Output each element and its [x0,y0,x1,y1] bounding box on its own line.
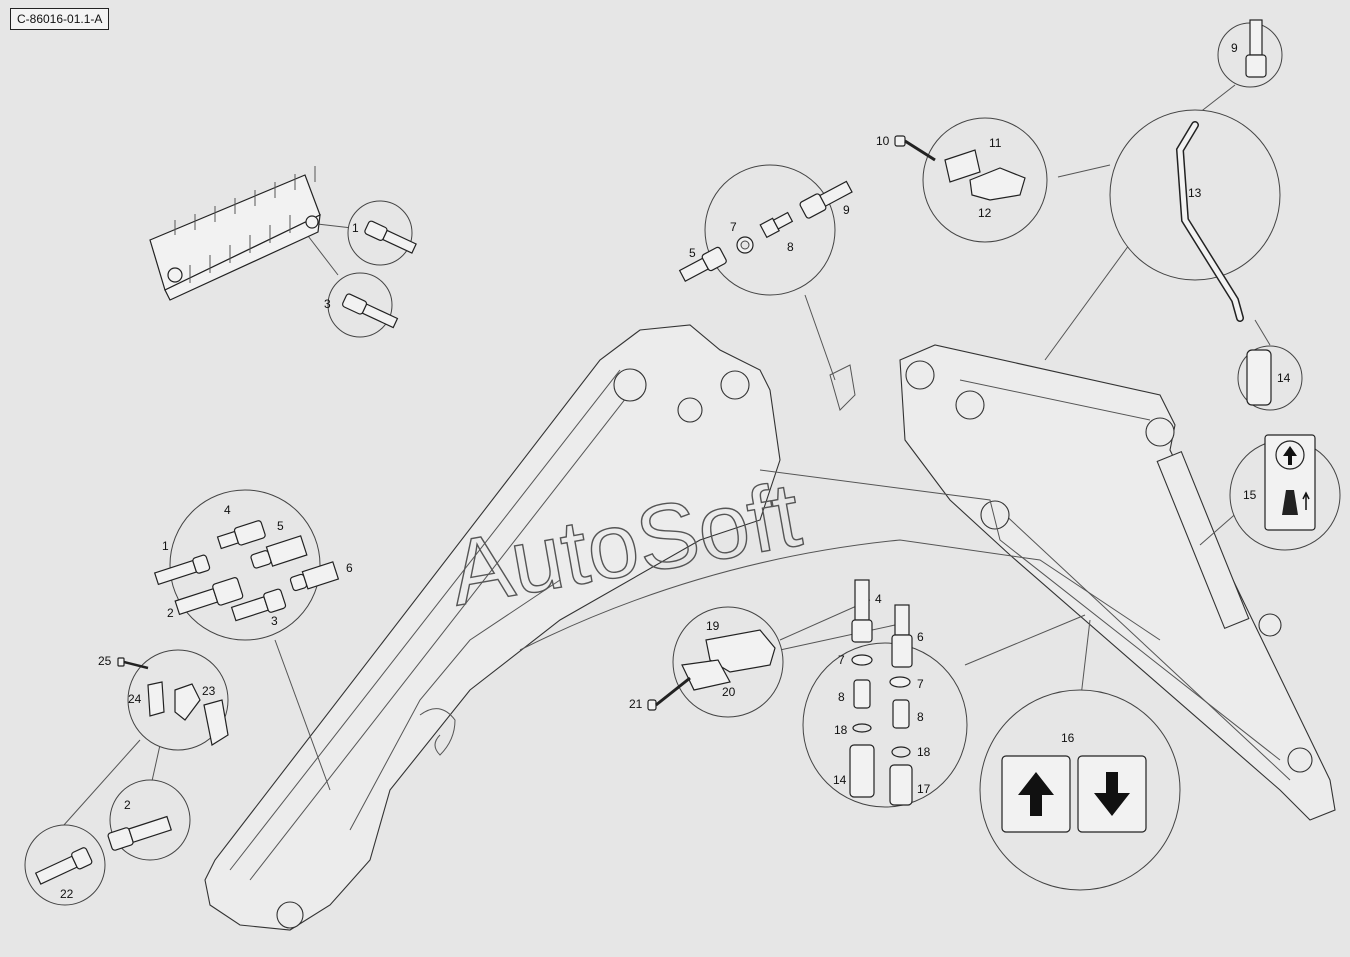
callout-l2: 2 [167,606,174,620]
fitting-l2 [174,577,244,616]
fitting-1 [364,220,417,254]
callout-f17: 17 [917,782,931,796]
callout-f4: 4 [875,592,882,606]
leader-lines [54,84,1271,836]
callout-13: 13 [1188,186,1202,200]
clamp-half-23a [174,683,201,721]
fitting-l3 [230,588,287,622]
backhoe-boom-drawing [204,324,1336,931]
arrow-up-icon [1283,446,1297,465]
arrow-down-icon-16 [1094,772,1130,816]
coupler-f14 [849,744,875,798]
washer-f7b [889,676,911,688]
drawing-id-label: C-86016-01.1-A [10,8,110,30]
adapter-f8b [892,699,910,729]
fitting-9b [1245,19,1267,78]
clamp-19 [705,629,776,673]
coupler-14 [1246,349,1272,406]
oring-f18a [852,723,872,733]
fitting-f4 [851,579,873,643]
callout-22: 22 [60,887,74,901]
callout-f18b: 18 [917,745,931,759]
plate-20 [681,659,731,691]
fitting-5 [678,246,727,282]
arrow-up-icon-16 [1018,772,1054,816]
callout-25: 25 [98,654,112,668]
callout-3: 3 [324,297,331,311]
clamp-half-23b [203,699,229,746]
callout-f8a: 8 [838,690,845,704]
callout-20: 20 [722,685,736,699]
washer-7-hole [740,240,750,250]
callout-24: 24 [128,692,142,706]
callout-k2: 2 [124,798,131,812]
callout-14: 14 [1277,371,1291,385]
fitting-l4 [216,520,266,550]
fitting-l6 [289,561,340,592]
inset-circle-13 [1109,109,1281,281]
callout-7: 7 [730,220,737,234]
callout-19: 19 [706,619,720,633]
adapter-8 [759,211,794,239]
plate-11 [944,149,981,183]
callout-23: 23 [202,684,216,698]
fitting-9 [799,180,853,219]
fitting-f6 [891,604,913,668]
callout-f14: 14 [833,773,847,787]
callout-l5: 5 [277,519,284,533]
callout-10: 10 [876,134,890,148]
callout-f8b: 8 [917,710,924,724]
callout-9: 9 [843,203,850,217]
coupler-f17 [889,764,913,806]
control-valve-assembly [149,166,321,301]
callout-12: 12 [978,206,992,220]
callout-f7a: 7 [838,653,845,667]
callout-1: 1 [352,221,359,235]
fitting-k2 [107,815,173,851]
adapter-f8a [853,679,871,709]
plate-24 [147,681,165,717]
callout-f6: 6 [917,630,924,644]
callout-5: 5 [689,246,696,260]
callout-l6: 6 [346,561,353,575]
callout-l1: 1 [162,539,169,553]
callout-11: 11 [989,136,1002,150]
fitting-22 [34,847,93,885]
fitting-l1 [153,554,211,586]
clamp-12 [969,167,1026,201]
bolt-21 [647,676,691,711]
callout-f18a: 18 [834,723,848,737]
washer-f7a [851,654,873,666]
callout-l4: 4 [224,503,231,517]
callout-f7b: 7 [917,677,924,691]
callout-21: 21 [629,697,643,711]
callout-9b: 9 [1231,41,1238,55]
bolt-25 [117,657,149,670]
fitting-l5 [250,535,308,569]
oring-f18b [891,746,911,758]
callout-8: 8 [787,240,794,254]
fitting-3 [342,293,399,329]
inset-circle-fittings [802,642,968,808]
callout-15: 15 [1243,488,1257,502]
callout-16: 16 [1061,731,1075,745]
callout-l3: 3 [271,614,278,628]
bolt-10 [894,135,936,162]
lever-icon [1282,490,1298,515]
